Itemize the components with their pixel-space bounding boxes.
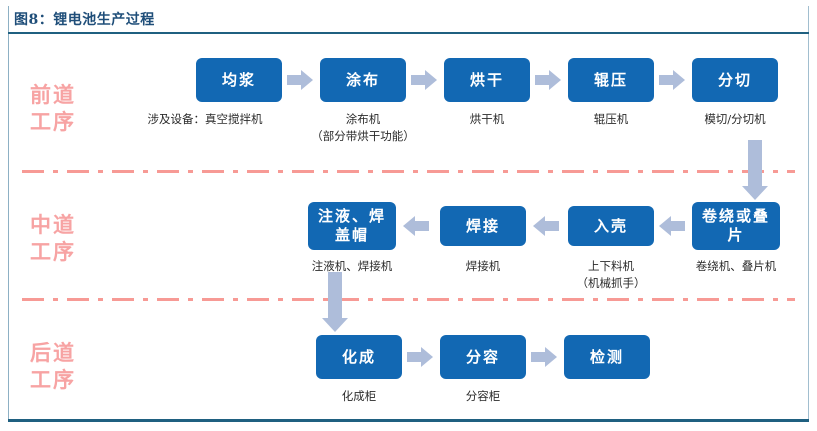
- arrow-right-icon-front-1: [287, 70, 313, 90]
- stage-label-back: 后道 工序: [30, 340, 76, 392]
- arrow-left-icon-middle-1: [403, 216, 429, 236]
- arrow-right-icon-front-4: [659, 70, 685, 90]
- arrow-right-icon-back-1: [407, 347, 433, 367]
- arrow-down-icon-middle-to-back: [322, 272, 348, 332]
- process-box-back-1[interactable]: 化成: [316, 335, 402, 379]
- arrow-left-icon-middle-3: [659, 216, 685, 236]
- process-box-middle-1[interactable]: 注液、焊 盖帽: [308, 202, 396, 250]
- equipment-caption-middle-2: 焊接机: [465, 259, 501, 273]
- title-divider: [8, 32, 809, 34]
- arrow-right-icon-front-3: [535, 70, 561, 90]
- arrow-right-icon-back-2: [531, 347, 557, 367]
- process-box-back-3[interactable]: 检测: [564, 335, 650, 379]
- figure-left-border: [8, 6, 9, 420]
- process-box-front-3[interactable]: 烘干: [444, 58, 530, 102]
- process-box-middle-3[interactable]: 入壳: [568, 206, 654, 246]
- equipment-caption-middle-3: 上下料机 （机械抓手）: [576, 259, 646, 290]
- stage-label-front: 前道 工序: [30, 82, 76, 134]
- figure-right-border: [808, 6, 809, 420]
- process-box-front-1[interactable]: 均浆: [196, 58, 282, 102]
- process-box-middle-4[interactable]: 卷绕或叠 片: [692, 202, 780, 250]
- equipment-caption-front-5: 模切/分切机: [704, 112, 766, 126]
- separator-middle-back: [22, 298, 795, 301]
- equipment-caption-middle-1: 注液机、焊接机: [311, 259, 393, 273]
- process-box-front-4[interactable]: 辊压: [568, 58, 654, 102]
- process-box-front-5[interactable]: 分切: [692, 58, 778, 102]
- separator-front-middle: [22, 170, 795, 173]
- arrow-left-icon-middle-2: [533, 216, 559, 236]
- process-box-back-2[interactable]: 分容: [440, 335, 526, 379]
- equipment-caption-front-1: 涉及设备：真空搅拌机: [147, 112, 263, 126]
- process-box-middle-2[interactable]: 焊接: [440, 206, 526, 246]
- equipment-caption-back-1: 化成柜: [341, 389, 377, 403]
- process-box-front-2[interactable]: 涂布: [320, 58, 406, 102]
- figure-bottom-border: [8, 419, 809, 422]
- equipment-caption-front-2: 涂布机 （部分带烘干功能）: [311, 112, 415, 143]
- arrow-right-icon-front-2: [411, 70, 437, 90]
- equipment-caption-front-4: 辊压机: [593, 112, 629, 126]
- equipment-caption-middle-4: 卷绕机、叠片机: [695, 259, 777, 273]
- equipment-caption-back-2: 分容柜: [465, 389, 501, 403]
- equipment-caption-front-3: 烘干机: [469, 112, 505, 126]
- stage-label-middle: 中道 工序: [30, 212, 76, 264]
- figure-title: 图8：锂电池生产过程: [14, 12, 155, 28]
- arrow-down-icon-front-to-middle: [742, 140, 768, 200]
